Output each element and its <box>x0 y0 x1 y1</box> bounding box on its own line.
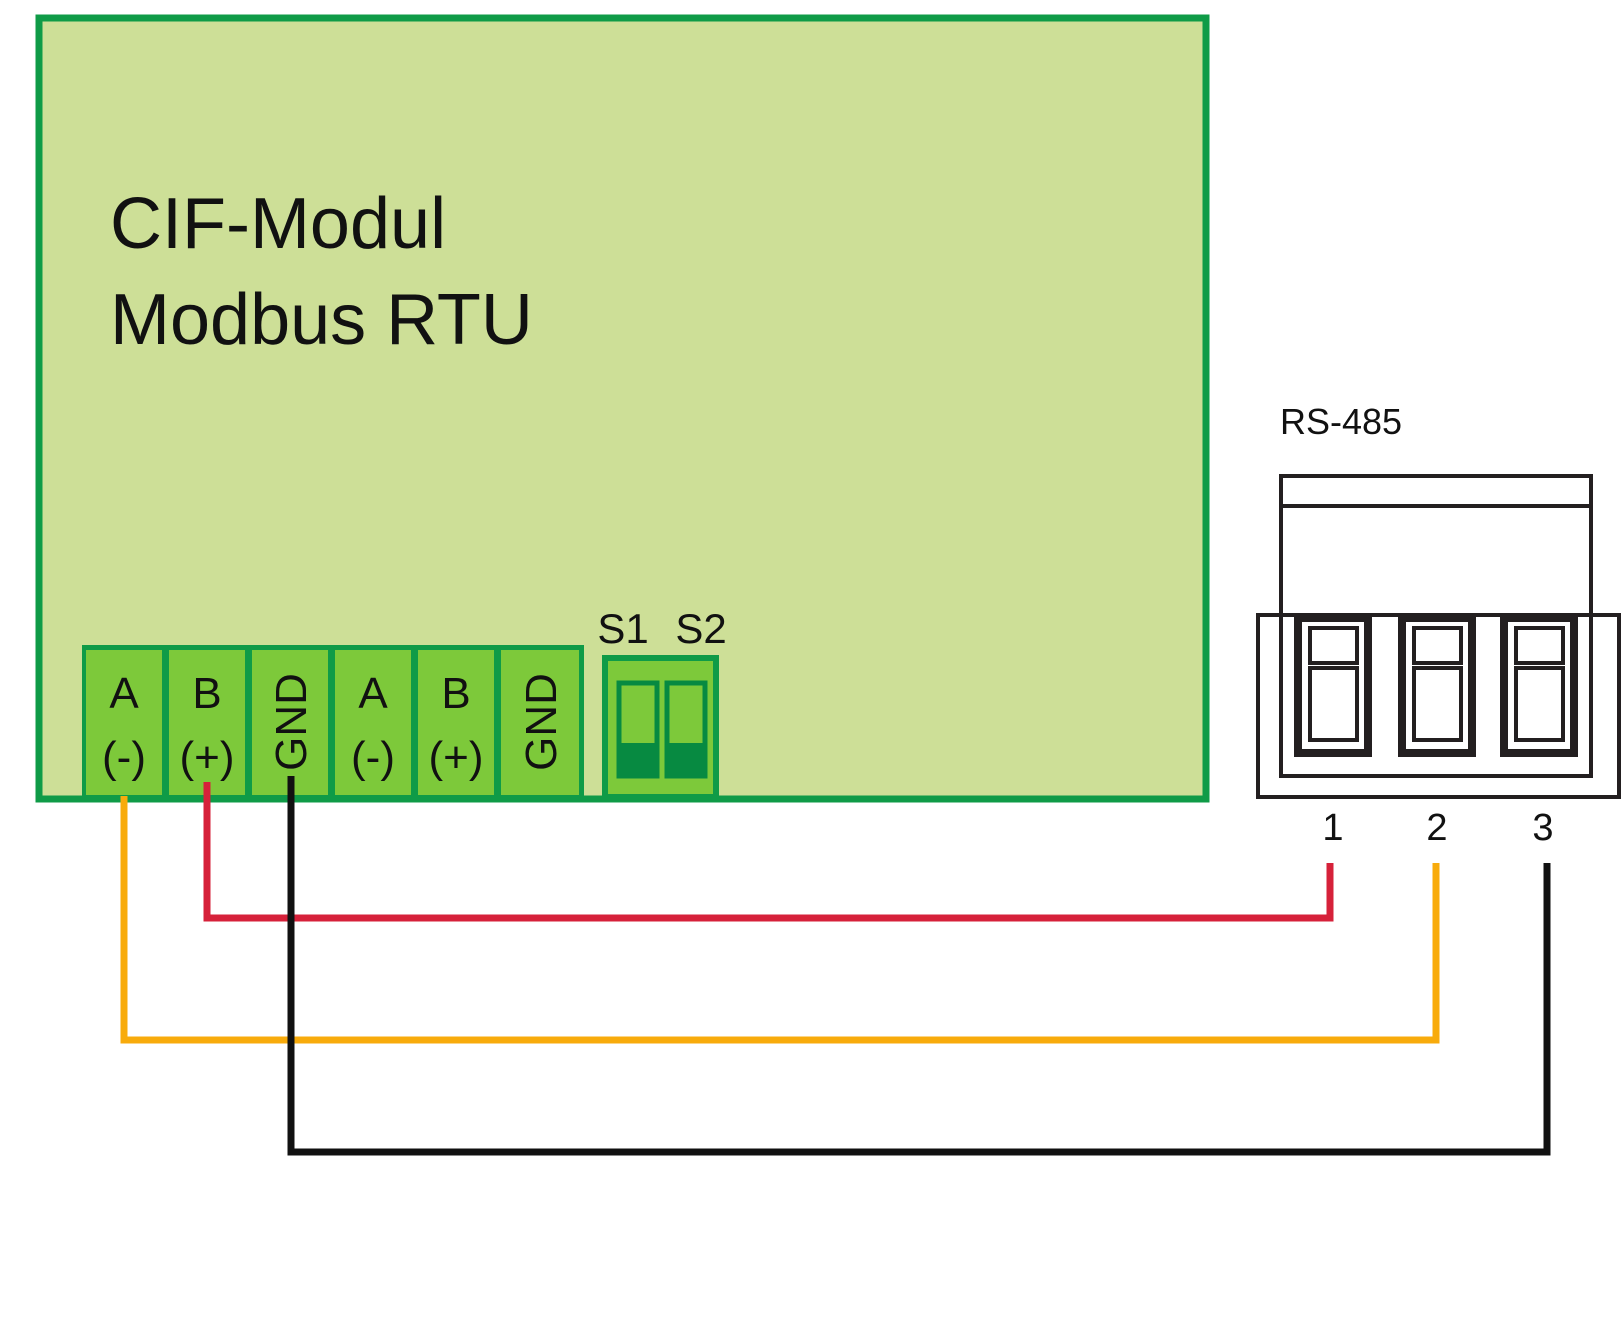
terminal-a-1 <box>86 650 162 795</box>
terminal-gnd-1 <box>252 650 328 795</box>
dip-switch-label-s2: S2 <box>675 605 726 652</box>
wire-b-red <box>203 782 1334 922</box>
terminal-a-1-letter: A <box>109 669 139 718</box>
module-title-line2: Modbus RTU <box>110 280 533 360</box>
terminal-a-2-letter: A <box>358 669 388 718</box>
wire-a-yellow <box>120 796 1440 1044</box>
rs485-connector: RS-485 1 2 3 <box>1256 401 1621 849</box>
connector-pin-1-label: 1 <box>1322 807 1343 849</box>
connector-pin-3-label: 3 <box>1532 807 1553 849</box>
connector-slot-2 <box>1398 614 1476 757</box>
terminal-gnd-2 <box>501 650 579 795</box>
terminal-a-2 <box>335 650 411 795</box>
terminal-block-frame <box>82 645 584 799</box>
dip-switch: S1 S2 <box>597 605 727 800</box>
terminal-gnd-1-label: GND <box>267 673 316 771</box>
terminal-block: A (-) B (+) GND A (-) B (+) GND <box>82 645 584 799</box>
dip-switch-2-lever <box>667 743 705 776</box>
terminal-b-2-polarity: (+) <box>429 733 484 782</box>
dip-switch-1-lever <box>619 743 657 776</box>
terminal-b-1 <box>169 650 245 795</box>
dip-switch-label-s1: S1 <box>597 605 648 652</box>
terminal-a-1-polarity: (-) <box>102 733 146 782</box>
terminal-b-2-letter: B <box>441 669 470 718</box>
connector-slot-1 <box>1294 614 1372 757</box>
connector-top-cap <box>1279 474 1593 508</box>
wire-gnd-black <box>287 776 1551 1156</box>
terminal-b-1-polarity: (+) <box>180 733 235 782</box>
terminal-b-1-letter: B <box>192 669 221 718</box>
rs485-label: RS-485 <box>1280 401 1402 442</box>
connector-pin-2-label: 2 <box>1426 807 1447 849</box>
connector-slot-3 <box>1500 614 1578 757</box>
terminal-a-2-polarity: (-) <box>351 733 395 782</box>
terminal-gnd-2-label: GND <box>517 673 566 771</box>
module-title-line1: CIF-Modul <box>110 184 446 264</box>
terminal-b-2 <box>418 650 494 795</box>
